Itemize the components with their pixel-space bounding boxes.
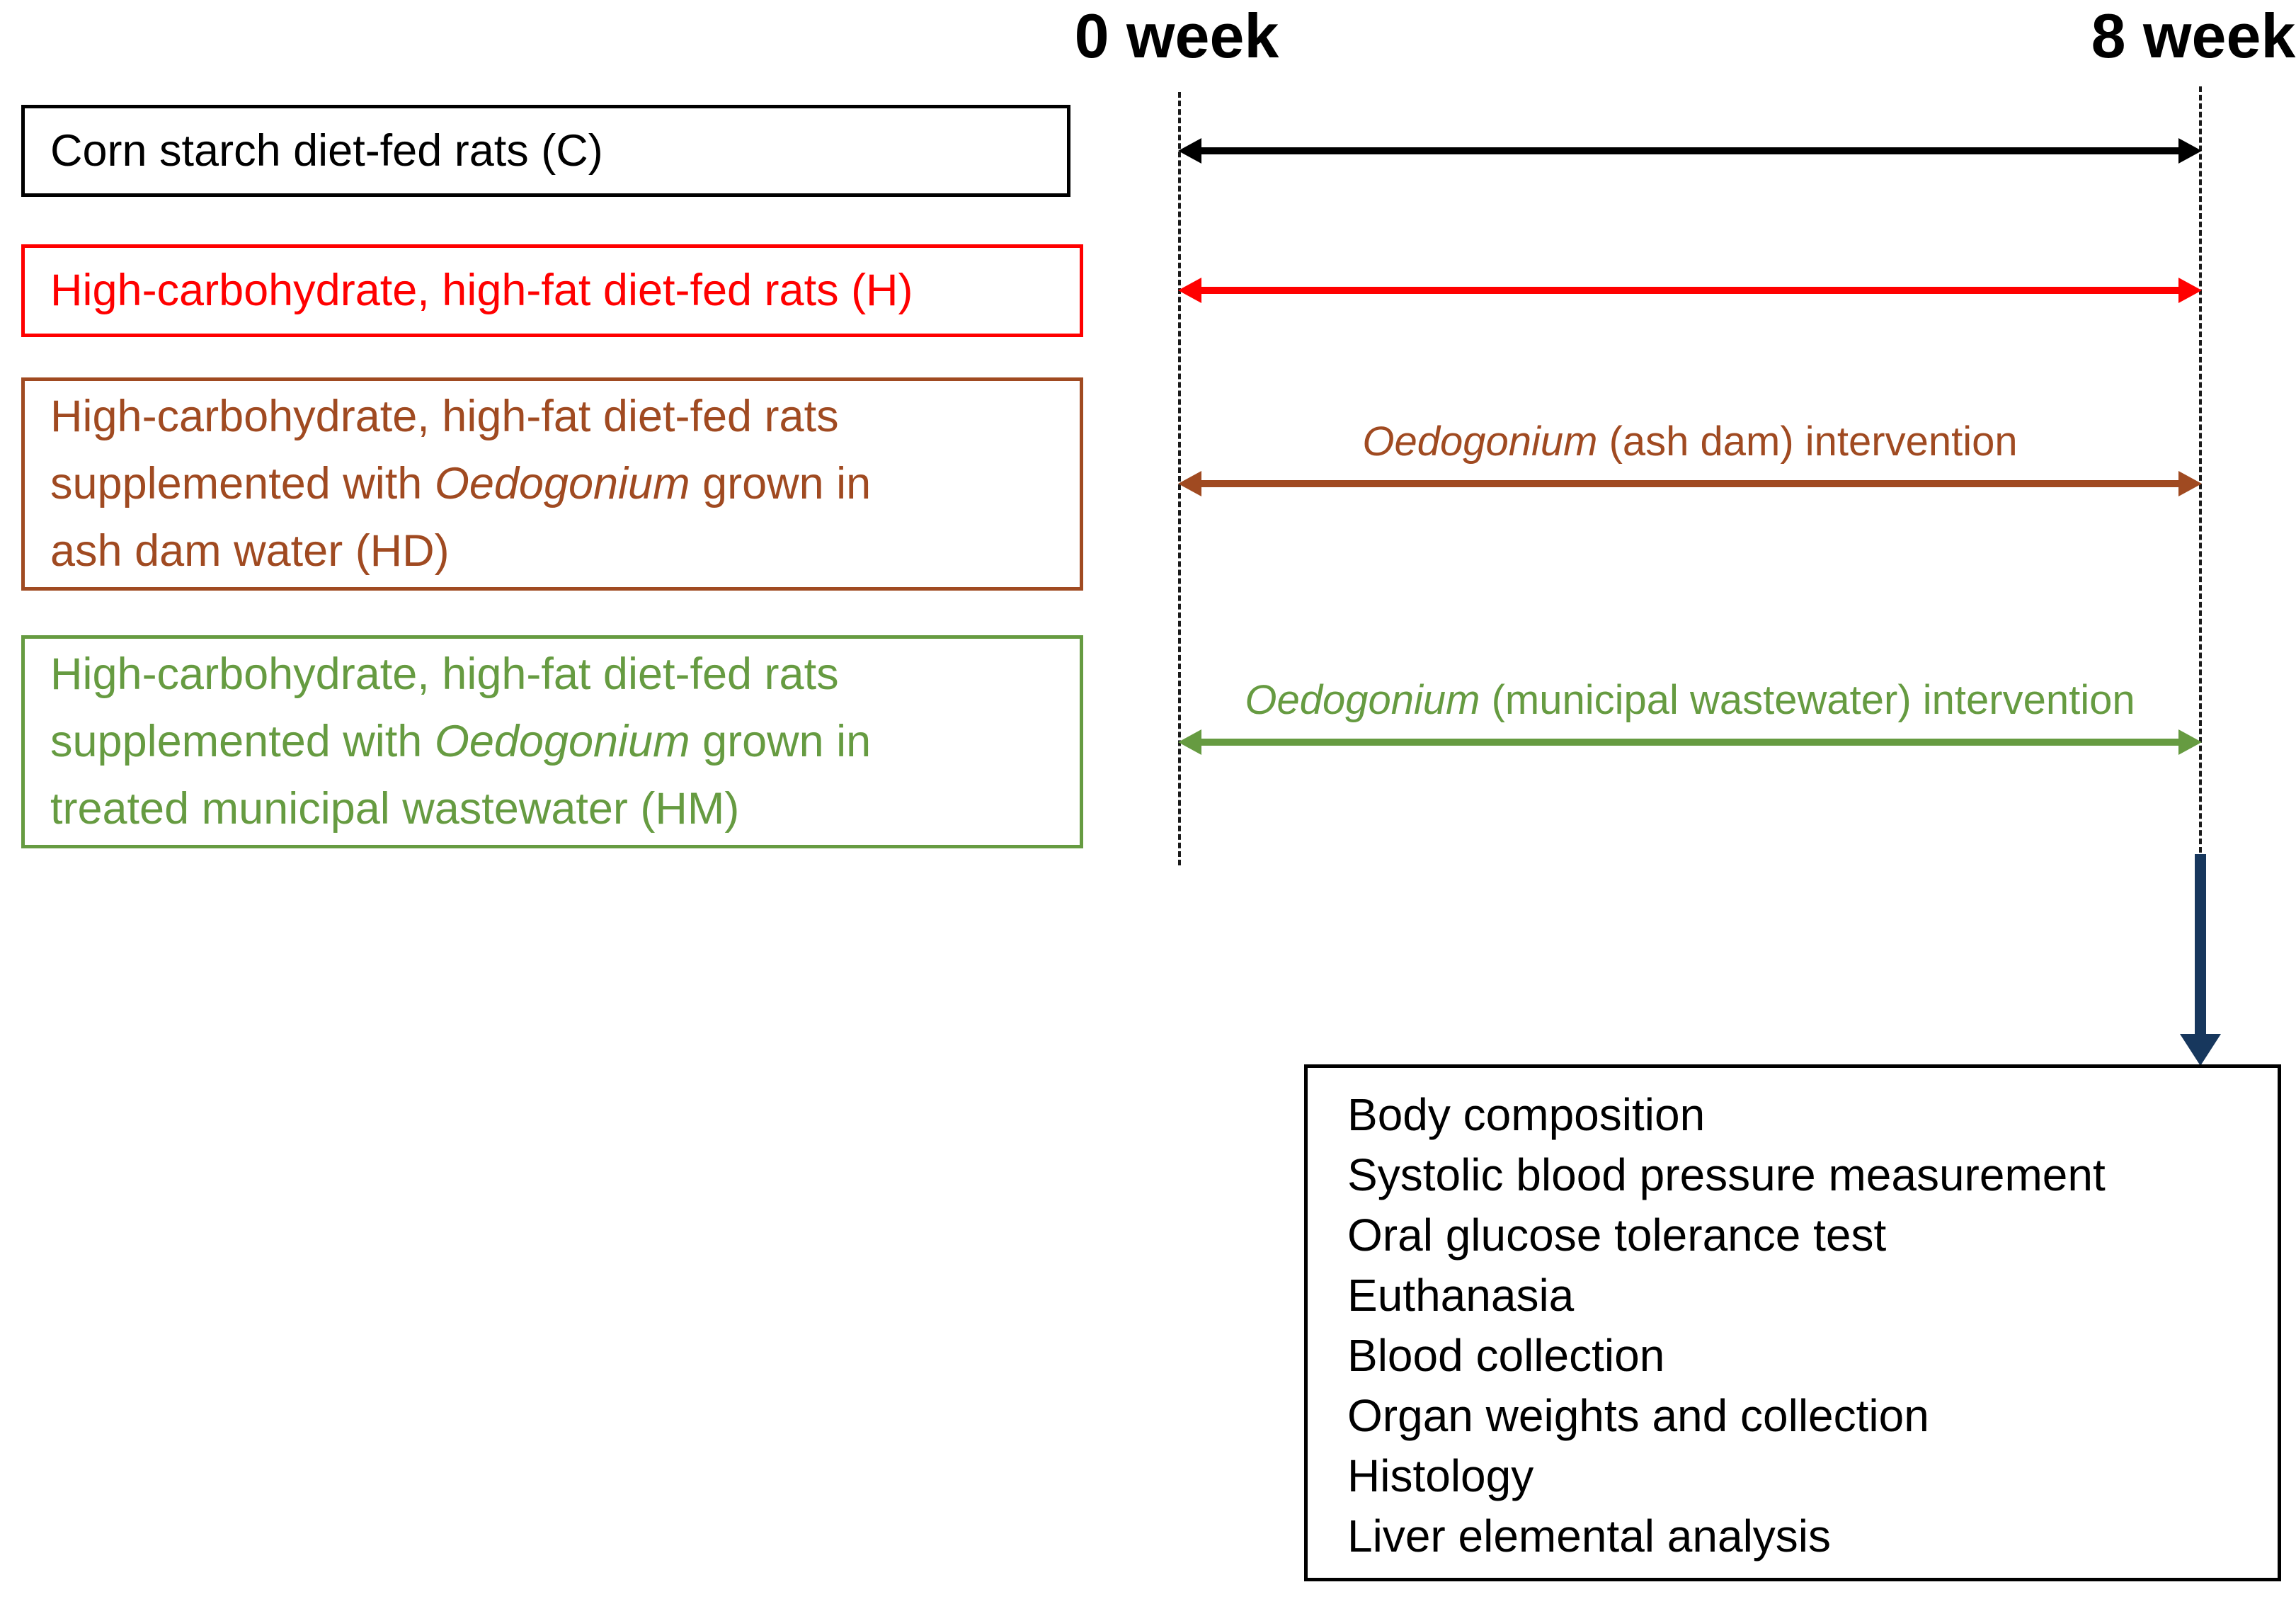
intervention-label-rest: (municipal wastewater) intervention	[1480, 677, 2135, 723]
group-box-text: Corn starch diet-fed rats (C)	[50, 118, 603, 185]
genus-italic-text: Oedogonium	[1245, 677, 1480, 723]
outcome-item: Euthanasia	[1347, 1270, 1575, 1321]
duration-arrow-hm	[1180, 739, 2200, 746]
duration-arrow-c	[1180, 147, 2200, 154]
outcome-item: Liver elemental analysis	[1347, 1511, 1831, 1562]
outcome-item: Histology	[1347, 1450, 1534, 1501]
group-box-oedogonium-wastewater-hm: High-carbohydrate, high-fat diet-fed rat…	[21, 635, 1083, 848]
group-box-text: High-carbohydrate, high-fat diet-fed rat…	[50, 383, 871, 585]
arrow-shaft	[1196, 287, 2183, 294]
group-text-before: High-carbohydrate, high-fat diet-fed rat…	[50, 266, 913, 315]
group-box-corn-starch-c: Corn starch diet-fed rats (C)	[21, 105, 1070, 197]
endpoint-down-arrow-shaft	[2195, 854, 2206, 1035]
arrow-shaft	[1196, 480, 2183, 487]
group-box-high-carb-fat-h: High-carbohydrate, high-fat diet-fed rat…	[21, 244, 1083, 337]
intervention-label-rest: (ash dam) intervention	[1597, 419, 2018, 465]
group-text-before: Corn starch diet-fed rats (C)	[50, 125, 603, 176]
timeline-end-label: 8 week	[2091, 1, 2296, 71]
outcome-item: Organ weights and collection	[1347, 1390, 1929, 1441]
outcome-item: Oral glucose tolerance test	[1347, 1210, 1887, 1261]
duration-arrow-h	[1180, 287, 2200, 294]
duration-arrow-hd	[1180, 480, 2200, 487]
outcome-item: Blood collection	[1347, 1330, 1665, 1381]
group-text-before: High-carbohydrate, high-fat diet-fed rat…	[50, 649, 839, 766]
arrow-shaft	[1196, 147, 2183, 154]
intervention-label-municipal-wastewater: Oedogonium (municipal wastewater) interv…	[1180, 676, 2200, 724]
outcome-item: Body composition	[1347, 1089, 1706, 1140]
outcomes-list: Body composition Systolic blood pressure…	[1308, 1068, 2278, 1566]
group-text-before: High-carbohydrate, high-fat diet-fed rat…	[50, 392, 839, 508]
genus-italic-text: Oedogonium	[434, 717, 690, 766]
endpoint-down-arrow-head	[2180, 1034, 2221, 1066]
genus-italic-text: Oedogonium	[434, 459, 690, 508]
outcomes-box: Body composition Systolic blood pressure…	[1304, 1064, 2281, 1581]
genus-italic-text: Oedogonium	[1362, 419, 1598, 465]
intervention-label-ash-dam: Oedogonium (ash dam) intervention	[1180, 418, 2200, 466]
group-text-after: grown in ash dam water (HD)	[50, 459, 872, 576]
outcome-item: Systolic blood pressure measurement	[1347, 1149, 2106, 1200]
timeline-end-dashed-line	[2199, 86, 2202, 853]
timeline-start-label: 0 week	[1074, 1, 1279, 71]
group-box-oedogonium-ash-dam-hd: High-carbohydrate, high-fat diet-fed rat…	[21, 377, 1083, 591]
group-box-text: High-carbohydrate, high-fat diet-fed rat…	[50, 641, 871, 843]
arrow-shaft	[1196, 739, 2183, 746]
group-text-after: grown in treated municipal wastewater (H…	[50, 717, 872, 834]
group-box-text: High-carbohydrate, high-fat diet-fed rat…	[50, 257, 913, 324]
